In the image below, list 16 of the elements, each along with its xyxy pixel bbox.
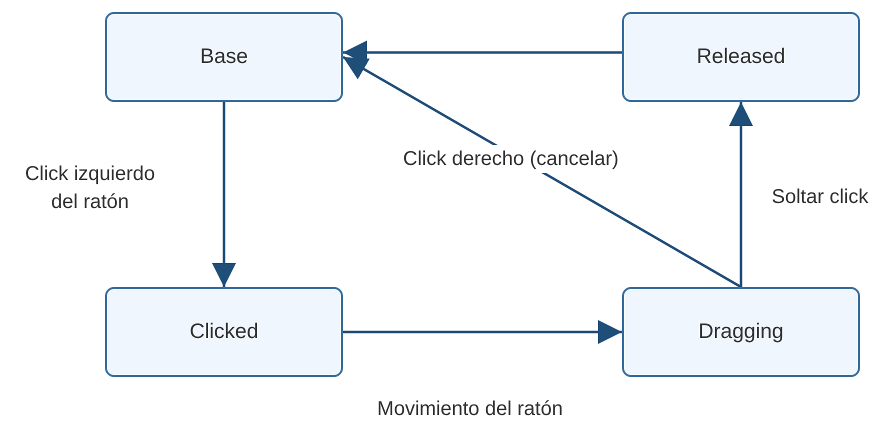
edge-label: Movimiento del ratón <box>376 397 564 422</box>
state-box <box>622 287 860 377</box>
state-label: Released <box>696 45 786 69</box>
arrow <box>342 56 742 288</box>
edge-label: Soltar click <box>770 185 870 210</box>
edge-label: Click izquierdo del ratón <box>24 162 156 215</box>
state-label: Clicked <box>190 320 258 344</box>
state-box <box>105 287 343 377</box>
state-box <box>105 12 343 102</box>
arrow <box>343 320 622 344</box>
arrow <box>343 40 622 64</box>
state-label: Dragging <box>698 320 784 344</box>
state-box <box>622 12 860 102</box>
state-label: Base <box>200 45 248 69</box>
arrow <box>729 102 753 287</box>
arrow <box>212 102 236 287</box>
